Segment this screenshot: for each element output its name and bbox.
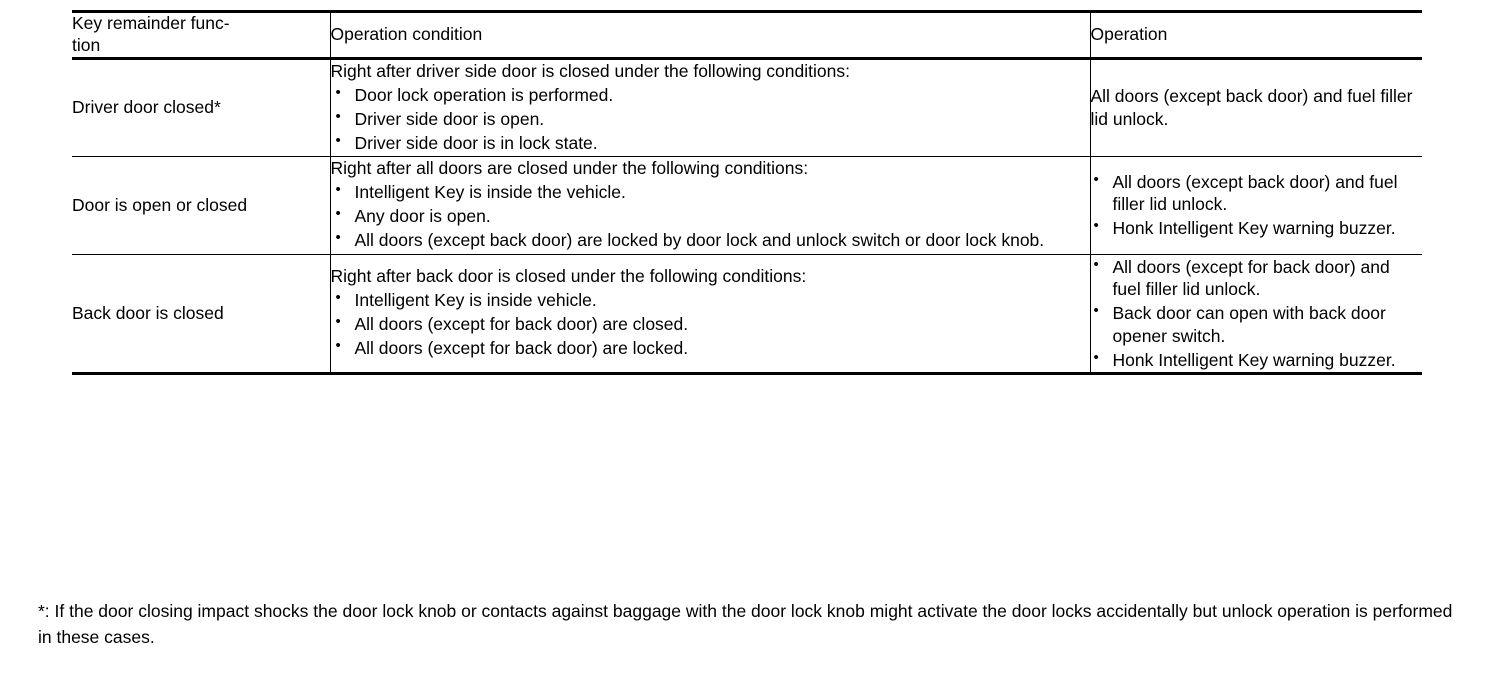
- column-header-key-remainder-function: Key remainder func- tion: [72, 11, 331, 59]
- condition-lead-text: Right after back door is closed under th…: [330, 266, 807, 287]
- table-body: Driver door closed* Right after driver s…: [72, 58, 1422, 374]
- condition-lead-text: Right after all doors are closed under t…: [330, 158, 809, 179]
- table-header-row: Key remainder func- tion Operation condi…: [72, 11, 1422, 59]
- row-operation-condition: Right after back door is closed under th…: [330, 254, 1091, 374]
- condition-bullet-item: Any door is open.: [331, 204, 1090, 228]
- column-header-operation: Operation: [1090, 23, 1168, 44]
- condition-bullet-item: Door lock operation is performed.: [331, 83, 1090, 107]
- table-row: Door is open or closed Right after all d…: [72, 156, 1422, 254]
- row-operation: All doors (except for back door) and fue…: [1090, 254, 1422, 374]
- row-function-label: Driver door closed*: [72, 58, 331, 157]
- row-function-label: Back door is closed: [72, 254, 331, 374]
- condition-bullet-list: Door lock operation is performed. Driver…: [331, 83, 1090, 155]
- row-operation: All doors (except back door) and fuel fi…: [1090, 58, 1422, 156]
- operation-bullet-item: All doors (except back door) and fuel fi…: [1091, 170, 1423, 217]
- row-operation-condition: Right after all doors are closed under t…: [330, 156, 1091, 254]
- condition-bullet-item: Driver side door is open.: [331, 107, 1090, 131]
- condition-bullet-item: Driver side door is in lock state.: [331, 131, 1090, 155]
- row-operation-condition: Right after driver side door is closed u…: [330, 58, 1091, 157]
- key-remainder-function-table: Key remainder func- tion Operation condi…: [72, 10, 1422, 375]
- column-header-line-2: tion: [72, 34, 101, 55]
- table-row: Driver door closed* Right after driver s…: [72, 58, 1422, 157]
- operation-text: All doors (except back door) and fuel fi…: [1090, 85, 1413, 129]
- row-function-label: Door is open or closed: [72, 156, 331, 254]
- condition-bullet-item: All doors (except back door) are locked …: [331, 228, 1090, 252]
- condition-bullet-list: Intelligent Key is inside the vehicle. A…: [331, 180, 1090, 252]
- condition-bullet-item: Intelligent Key is inside vehicle.: [331, 288, 1090, 312]
- operation-bullet-item: Honk Intelligent Key warning buzzer.: [1091, 348, 1423, 372]
- table-header: Key remainder func- tion Operation condi…: [72, 11, 1422, 59]
- row-operation: All doors (except back door) and fuel fi…: [1090, 157, 1422, 254]
- condition-lead-text: Right after driver side door is closed u…: [330, 60, 850, 81]
- operation-bullet-list: All doors (except back door) and fuel fi…: [1091, 170, 1423, 240]
- operation-bullet-item: Back door can open with back door opener…: [1091, 301, 1423, 348]
- spec-table: Key remainder func- tion Operation condi…: [72, 10, 1422, 375]
- operation-bullet-item: All doors (except for back door) and fue…: [1091, 255, 1423, 302]
- table-row: Back door is closed Right after back doo…: [72, 254, 1422, 374]
- column-header-line-1: Key remainder func-: [72, 13, 230, 33]
- operation-bullet-item: Honk Intelligent Key warning buzzer.: [1091, 216, 1423, 240]
- condition-bullet-list: Intelligent Key is inside vehicle. All d…: [331, 288, 1090, 360]
- condition-bullet-item: All doors (except for back door) are loc…: [331, 336, 1090, 360]
- condition-bullet-item: Intelligent Key is inside the vehicle.: [331, 180, 1090, 204]
- condition-bullet-item: All doors (except for back door) are clo…: [331, 312, 1090, 336]
- footnote-text: *: If the door closing impact shocks the…: [38, 601, 1453, 648]
- column-header-operation-condition: Operation condition: [330, 11, 1091, 59]
- table-footnote: *: If the door closing impact shocks the…: [38, 598, 1468, 651]
- operation-bullet-list: All doors (except for back door) and fue…: [1091, 255, 1423, 372]
